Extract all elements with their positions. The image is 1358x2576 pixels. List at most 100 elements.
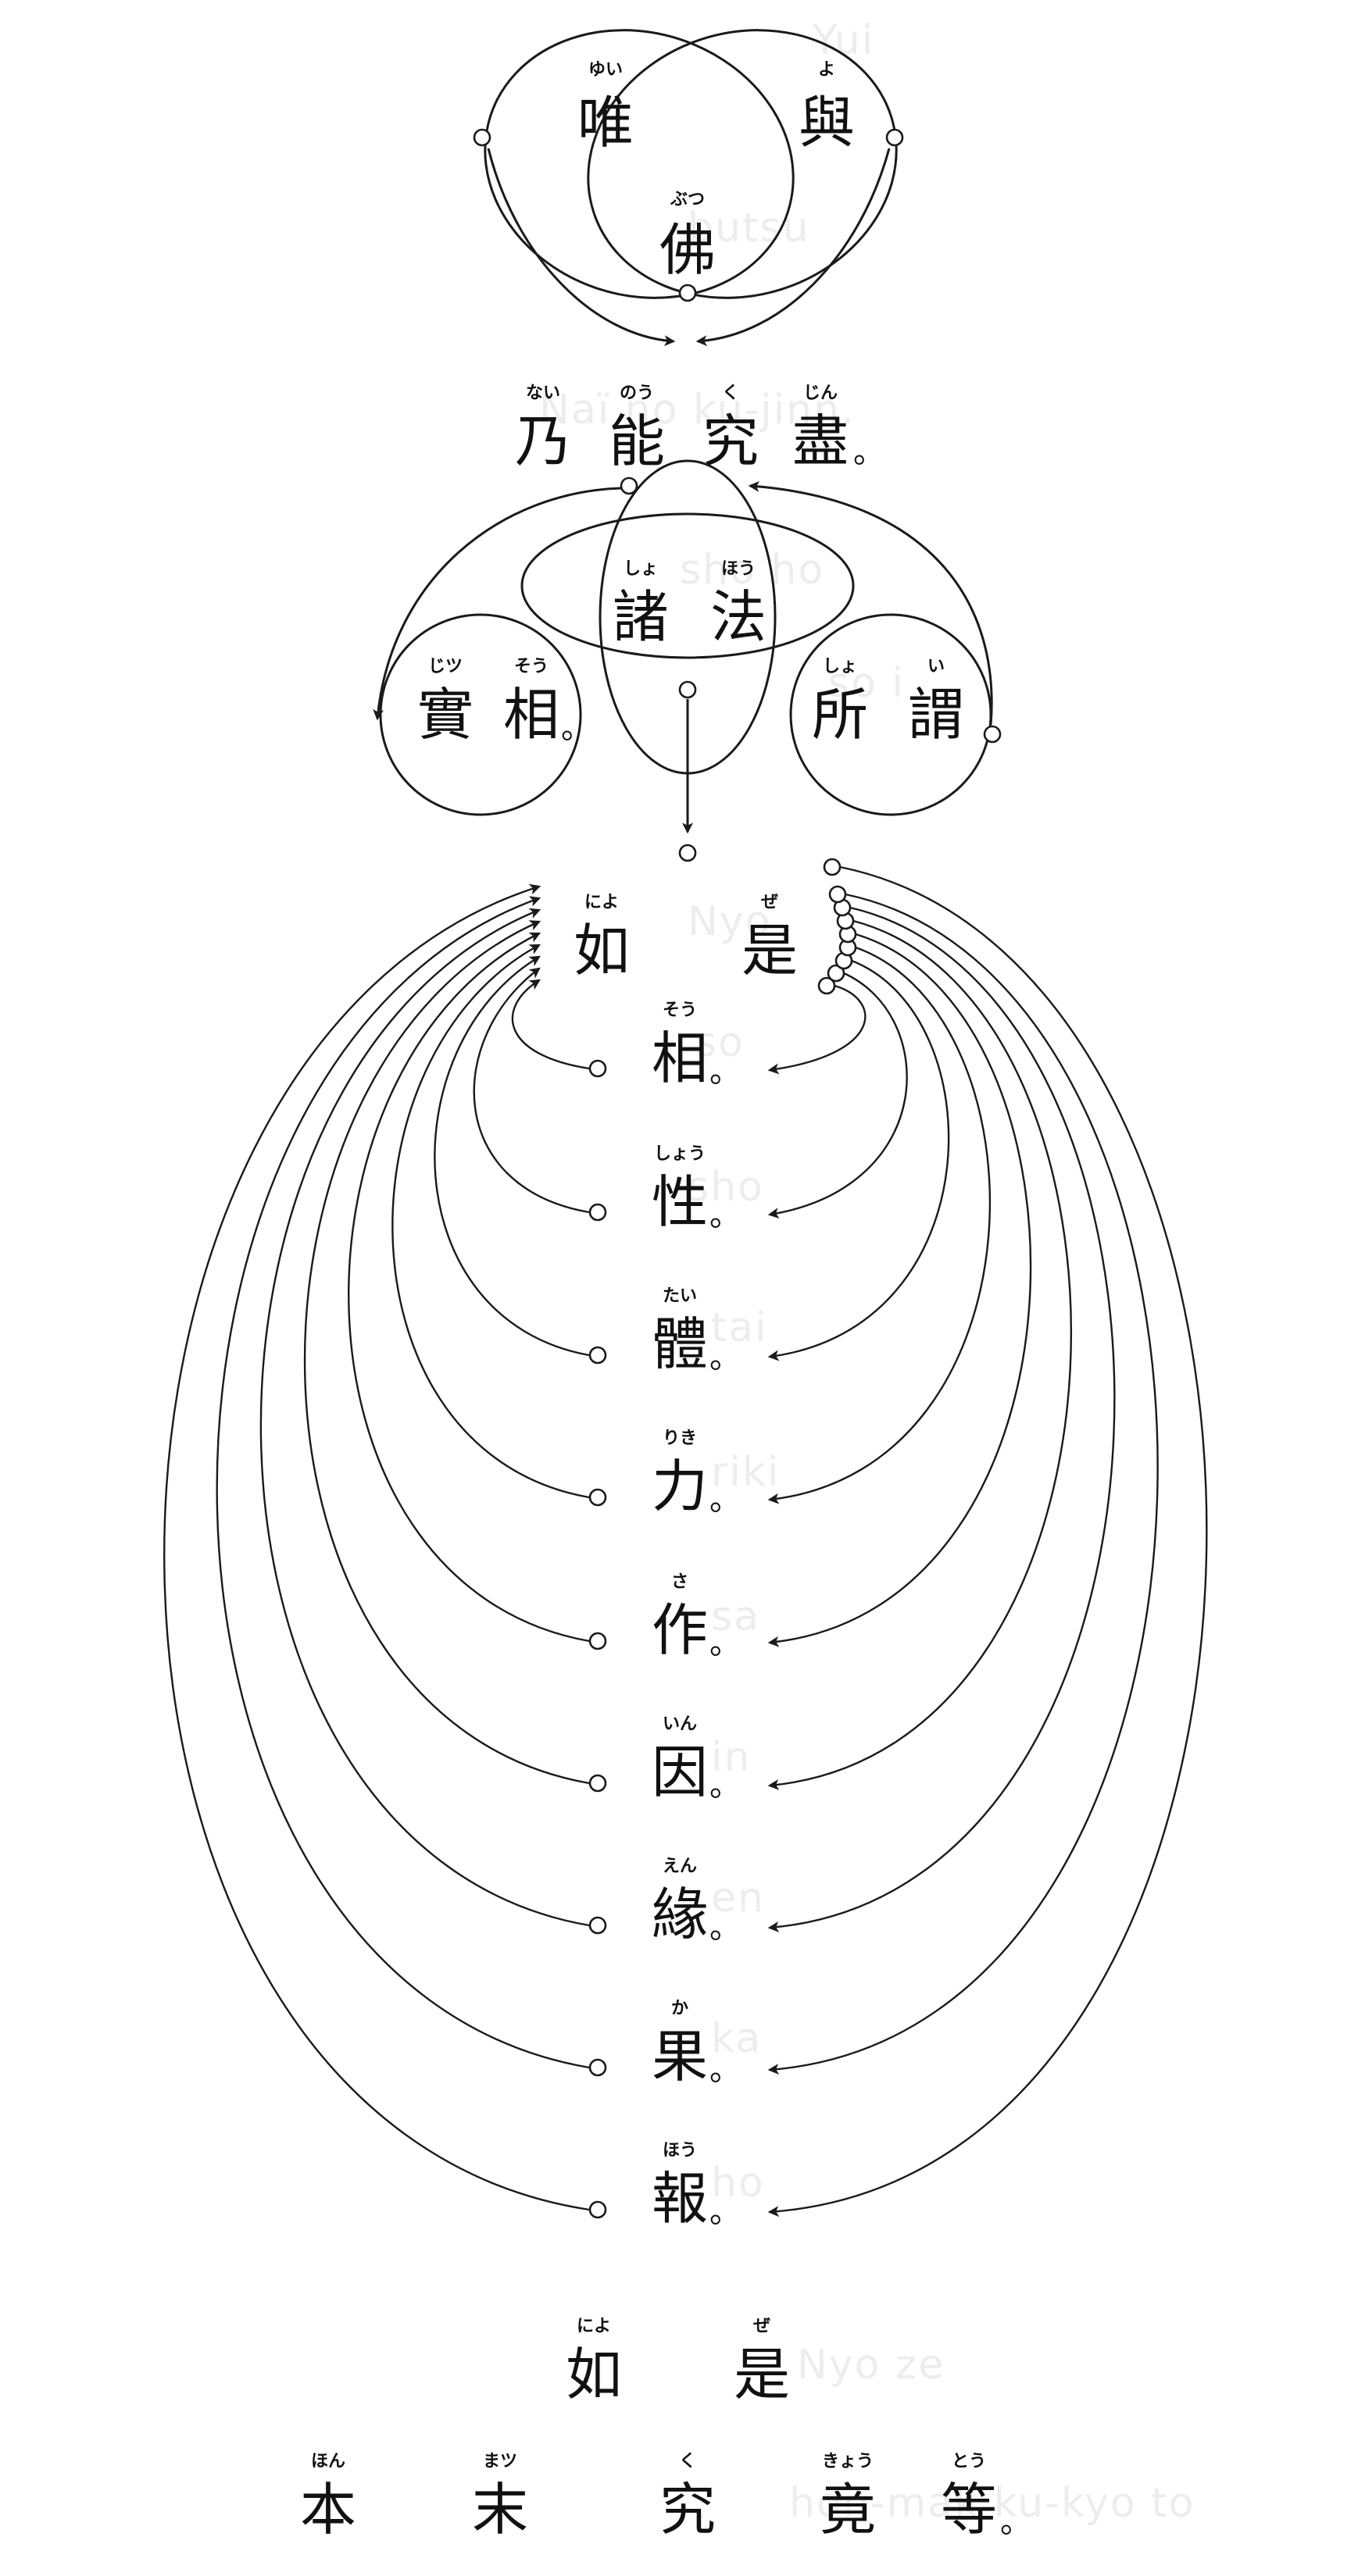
factor-row-8: ほう 報 。	[652, 2141, 741, 2232]
mark-factor-8: 。	[709, 2194, 741, 2230]
ruby-factor-7: か	[671, 1999, 688, 2018]
factor-row-4: さ 作 。	[652, 1572, 741, 1663]
left-arc-2	[434, 955, 590, 1357]
loops-right	[767, 858, 1208, 2217]
left-arc-4	[348, 932, 590, 1643]
ruby-yui: ゆい	[588, 60, 623, 80]
ghost-romaji-13: en	[711, 1875, 765, 1921]
ruby-factor-3: りき	[663, 1429, 697, 1448]
kanji-sho: 諸	[613, 584, 669, 650]
kanji-yui: 唯	[577, 90, 634, 155]
kanji-nai: 乃	[515, 409, 571, 474]
factor-row-3: りき 力 。	[652, 1429, 741, 1519]
kanji-ku-2: 究	[659, 2477, 716, 2542]
kanji-jin: 盡	[792, 409, 849, 474]
ruby-factor-4: さ	[671, 1572, 688, 1592]
ruby-factor-2: たい	[663, 1286, 697, 1306]
ruby-ku-2: く	[679, 2452, 696, 2471]
kanji-factor-4: 作	[652, 1597, 708, 1663]
mark-final: 。	[1000, 2504, 1031, 2540]
center-small-dot	[678, 844, 697, 862]
ruby-ho: ほう	[721, 559, 756, 579]
left-dot-3	[588, 1488, 607, 1507]
ruby-i: い	[927, 657, 945, 676]
left-dot-0	[588, 1059, 607, 1078]
left-dot-8	[588, 2200, 607, 2219]
ruby-ze: ぜ	[761, 893, 778, 912]
loops-left	[163, 883, 607, 2219]
kanji-so-1: 相	[503, 682, 559, 747]
mark-factor-3: 。	[709, 1482, 741, 1518]
mark-jin: 。	[853, 434, 884, 470]
ghost-romaji-14: ka	[711, 2015, 763, 2062]
ghost-romaji-1: Yui	[813, 17, 875, 64]
ghost-romaji-8: sho	[688, 1164, 764, 1211]
left-arc-5	[303, 920, 590, 1785]
ruby-sho-2: しょ	[823, 657, 857, 676]
left-arc-6	[259, 908, 590, 1927]
shoi-side-dot	[983, 725, 1002, 744]
kanji-factor-0: 相	[652, 1026, 708, 1091]
kanji-yo: 與	[799, 90, 855, 155]
mark-factor-7: 。	[709, 2052, 741, 2088]
ghost-romaji-9: tai	[711, 1304, 768, 1351]
ghost-romaji-6: Nyo	[688, 898, 772, 945]
ruby-factor-8: ほう	[663, 2141, 697, 2160]
mark-jisso: 。	[561, 710, 592, 746]
left-dot-5	[588, 1774, 607, 1793]
left-arc-7	[216, 896, 590, 2069]
ruby-jin: じん	[803, 384, 838, 403]
ruby-so-1: そう	[514, 657, 549, 676]
ruby-nyo-footer: によ	[577, 2317, 611, 2336]
arc-no-to-jisso	[373, 487, 622, 721]
kanji-nyo-footer: 如	[566, 2342, 622, 2407]
left-dot-6	[588, 1916, 607, 1935]
left-arc-0	[511, 979, 590, 1070]
ghost-romaji-15: ho	[711, 2160, 765, 2207]
kanji-no: 能	[609, 409, 665, 474]
ghost-romaji-17: hon-mak ku-kyo to	[789, 2480, 1195, 2527]
right-arc-1	[767, 972, 908, 1219]
kanji-jitsu: 實	[417, 682, 474, 747]
kanji-factor-7: 果	[652, 2024, 708, 2089]
yui-side-dot	[473, 128, 491, 147]
ruby-to: とう	[952, 2452, 986, 2471]
ruby-kyo: きょう	[822, 2452, 874, 2471]
ghost-romaji-3: Naï no ku-jinn.	[539, 387, 856, 433]
ruby-jitsu: じツ	[428, 657, 463, 676]
kanji-ho: 法	[710, 584, 767, 650]
factor-row-1: しょう 性 。	[652, 1144, 741, 1235]
ghost-romaji-7: so	[695, 1019, 745, 1066]
ghost-romaji-4: sho ho	[680, 547, 825, 594]
yui-ellipse	[484, 29, 795, 299]
right-arc-3	[767, 946, 992, 1504]
kanji-kyo: 竟	[820, 2477, 876, 2542]
ruby-factor-6: えん	[663, 1857, 697, 1876]
right-arc-2	[767, 959, 950, 1361]
line-naino-kujin: ない 乃 のう 能 く 究 じん 盡 。	[515, 384, 884, 474]
arc-yo-to-center	[695, 148, 891, 347]
left-dot-2	[588, 1346, 607, 1365]
right-dot-8	[823, 858, 842, 876]
kanji-factor-5: 因	[652, 1739, 708, 1805]
left-arc-8	[163, 883, 590, 2211]
kanji-factor-8: 報	[652, 2166, 708, 2232]
kanji-nyo: 如	[574, 918, 630, 983]
ghost-romaji-12: in	[711, 1734, 752, 1781]
ruby-no: のう	[620, 384, 654, 403]
mark-factor-1: 。	[709, 1197, 741, 1233]
kanji-factor-1: 性	[652, 1169, 708, 1235]
ruby-factor-1: しょう	[654, 1144, 706, 1164]
kanji-i: 謂	[908, 682, 964, 747]
right-arc-5	[767, 919, 1072, 1790]
right-arc-7	[767, 893, 1159, 2075]
factor-row-5: いん 因 。	[652, 1714, 741, 1805]
right-dot-7	[828, 885, 847, 904]
ruby-factor-0: そう	[663, 1001, 697, 1020]
shoho-horizontal-ellipse	[520, 512, 855, 659]
line-honmatsu-kukyoto: ほん 本 まツ 末 く 究 きょう 竟 とう 等 。	[300, 2452, 1031, 2542]
mark-factor-0: 。	[709, 1054, 741, 1090]
kanji-factor-2: 體	[652, 1311, 708, 1377]
ruby-yo: よ	[818, 60, 835, 80]
